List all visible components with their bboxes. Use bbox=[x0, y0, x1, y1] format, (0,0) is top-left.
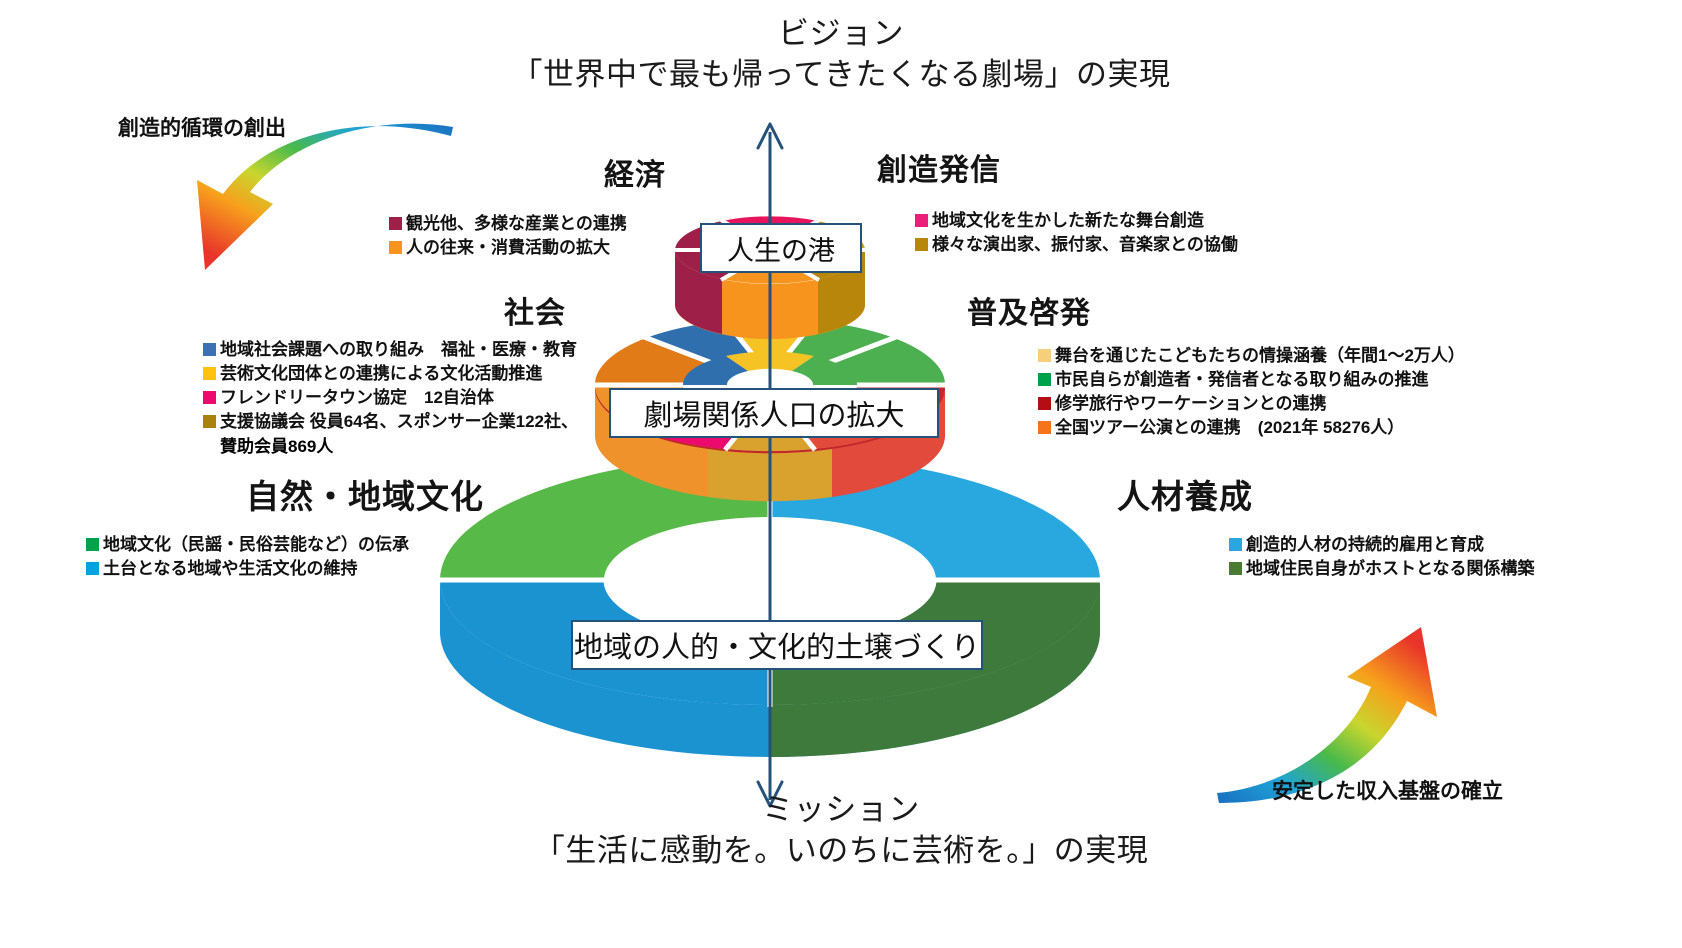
callout-life-harbor: 人生の港 bbox=[700, 223, 862, 273]
legend-label: 市民自らが創造者・発信者となる取り組みの推進 bbox=[1055, 370, 1429, 390]
sector-title-economy: 経済 bbox=[604, 159, 666, 192]
legend-label: 芸術文化団体との連携による文化活動推進 bbox=[220, 364, 543, 384]
legend-item: 地域社会課題への取り組み 福祉・医療・教育 bbox=[203, 338, 578, 362]
legend-item: 修学旅行やワーケーションとの連携 bbox=[1038, 392, 1465, 416]
color-swatch bbox=[1229, 538, 1242, 551]
stable-revenue-arrow bbox=[1217, 627, 1437, 803]
color-swatch bbox=[1229, 562, 1242, 576]
vision-heading: ビジョン 「世界中で最も帰ってきたくなる劇場」の実現 bbox=[0, 14, 1682, 96]
legend-item: 観光他、多様な産業との連携 bbox=[389, 212, 627, 236]
color-swatch bbox=[1038, 349, 1051, 362]
legend-item: 全国ツアー公演との連携 (2021年 58276人） bbox=[1038, 416, 1465, 440]
legend-label: 観光他、多様な産業との連携 bbox=[406, 214, 627, 233]
color-swatch bbox=[389, 241, 402, 255]
legend-label: 様々な演出家、振付家、音楽家との協働 bbox=[932, 235, 1238, 255]
legend-label: フレンドリータウン協定 12自治体 bbox=[220, 388, 494, 408]
legend-label: 土台となる地域や生活文化の維持 bbox=[103, 559, 358, 579]
color-swatch bbox=[915, 214, 928, 227]
color-swatch bbox=[86, 538, 99, 551]
legend-item: 地域住民自身がホストとなる関係構築 bbox=[1229, 557, 1535, 581]
legend-outreach: 舞台を通じたこどもたちの情操涵養（年間1〜2万人） 市民自らが創造者・発信者とな… bbox=[1038, 344, 1465, 441]
color-swatch bbox=[1038, 421, 1051, 435]
legend-item: 芸術文化団体との連携による文化活動推進 bbox=[203, 362, 578, 386]
color-swatch bbox=[389, 217, 402, 230]
sector-title-society: 社会 bbox=[504, 297, 566, 330]
legend-label: 地域文化を生かした新たな舞台創造 bbox=[932, 211, 1204, 230]
legend-label: 支援協議会 役員64名、スポンサー企業122社、 bbox=[220, 412, 578, 432]
mission-heading: ミッション 「生活に感動を。いのちに芸術を。」の実現 bbox=[0, 790, 1682, 872]
color-swatch bbox=[86, 562, 99, 576]
legend-economy: 観光他、多様な産業との連携 人の往来・消費活動の拡大 bbox=[389, 212, 627, 260]
legend-item: 地域文化を生かした新たな舞台創造 bbox=[915, 209, 1238, 233]
color-swatch bbox=[915, 238, 928, 252]
legend-creative-transmission: 地域文化を生かした新たな舞台創造 様々な演出家、振付家、音楽家との協働 bbox=[915, 209, 1238, 257]
legend-label-continuation: 賛助会員869人 bbox=[220, 436, 334, 456]
legend-label: 創造的人材の持続的雇用と育成 bbox=[1246, 535, 1484, 554]
legend-item: 舞台を通じたこどもたちの情操涵養（年間1〜2万人） bbox=[1038, 344, 1465, 368]
legend-item: 様々な演出家、振付家、音楽家との協働 bbox=[915, 233, 1238, 257]
color-swatch bbox=[203, 367, 216, 381]
legend-item: 土台となる地域や生活文化の維持 bbox=[86, 557, 409, 581]
legend-item: フレンドリータウン協定 12自治体 bbox=[203, 386, 578, 410]
legend-item: 創造的人材の持続的雇用と育成 bbox=[1229, 533, 1535, 557]
stable-revenue-arrow-label: 安定した収入基盤の確立 bbox=[1272, 780, 1503, 803]
color-swatch bbox=[203, 343, 216, 356]
legend-label: 地域社会課題への取り組み 福祉・医療・教育 bbox=[220, 340, 577, 359]
legend-item: 地域文化（民謡・民俗芸能など）の伝承 bbox=[86, 533, 409, 557]
legend-label: 地域文化（民謡・民俗芸能など）の伝承 bbox=[103, 535, 409, 554]
legend-label: 全国ツアー公演との連携 (2021年 58276人） bbox=[1055, 418, 1405, 438]
legend-item: 支援協議会 役員64名、スポンサー企業122社、 bbox=[203, 410, 578, 434]
legend-society: 地域社会課題への取り組み 福祉・医療・教育 芸術文化団体との連携による文化活動推… bbox=[203, 338, 578, 459]
vision-label: ビジョン bbox=[778, 16, 904, 51]
mission-text: 「生活に感動を。いのちに芸術を。」の実現 bbox=[533, 832, 1149, 868]
mission-label: ミッション bbox=[762, 792, 920, 827]
creative-cycle-arrow bbox=[197, 123, 453, 270]
callout-theater-population: 劇場関係人口の拡大 bbox=[609, 388, 939, 438]
vision-text: 「世界中で最も帰ってきたくなる劇場」の実現 bbox=[511, 56, 1171, 92]
color-swatch bbox=[203, 415, 216, 429]
color-swatch bbox=[1038, 373, 1051, 387]
legend-item: 人の往来・消費活動の拡大 bbox=[389, 236, 627, 260]
creative-cycle-arrow-label: 創造的循環の創出 bbox=[118, 117, 286, 140]
sector-title-outreach: 普及啓発 bbox=[967, 297, 1091, 330]
callout-local-soil: 地域の人的・文化的土壌づくり bbox=[571, 620, 983, 670]
legend-label: 人の往来・消費活動の拡大 bbox=[406, 238, 610, 258]
sector-title-nature-local-culture: 自然・地域文化 bbox=[246, 478, 484, 515]
legend-label: 修学旅行やワーケーションとの連携 bbox=[1055, 394, 1327, 414]
sector-title-creative-transmission: 創造発信 bbox=[877, 154, 1001, 187]
legend-label: 地域住民自身がホストとなる関係構築 bbox=[1246, 559, 1535, 579]
legend-nature-local-culture: 地域文化（民謡・民俗芸能など）の伝承 土台となる地域や生活文化の維持 bbox=[86, 533, 409, 581]
legend-label: 舞台を通じたこどもたちの情操涵養（年間1〜2万人） bbox=[1055, 346, 1465, 365]
sector-title-human-resource-development: 人材養成 bbox=[1117, 478, 1253, 515]
legend-item: 市民自らが創造者・発信者となる取り組みの推進 bbox=[1038, 368, 1465, 392]
color-swatch bbox=[1038, 397, 1051, 411]
color-swatch bbox=[203, 391, 216, 405]
legend-human-resource-development: 創造的人材の持続的雇用と育成 地域住民自身がホストとなる関係構築 bbox=[1229, 533, 1535, 581]
